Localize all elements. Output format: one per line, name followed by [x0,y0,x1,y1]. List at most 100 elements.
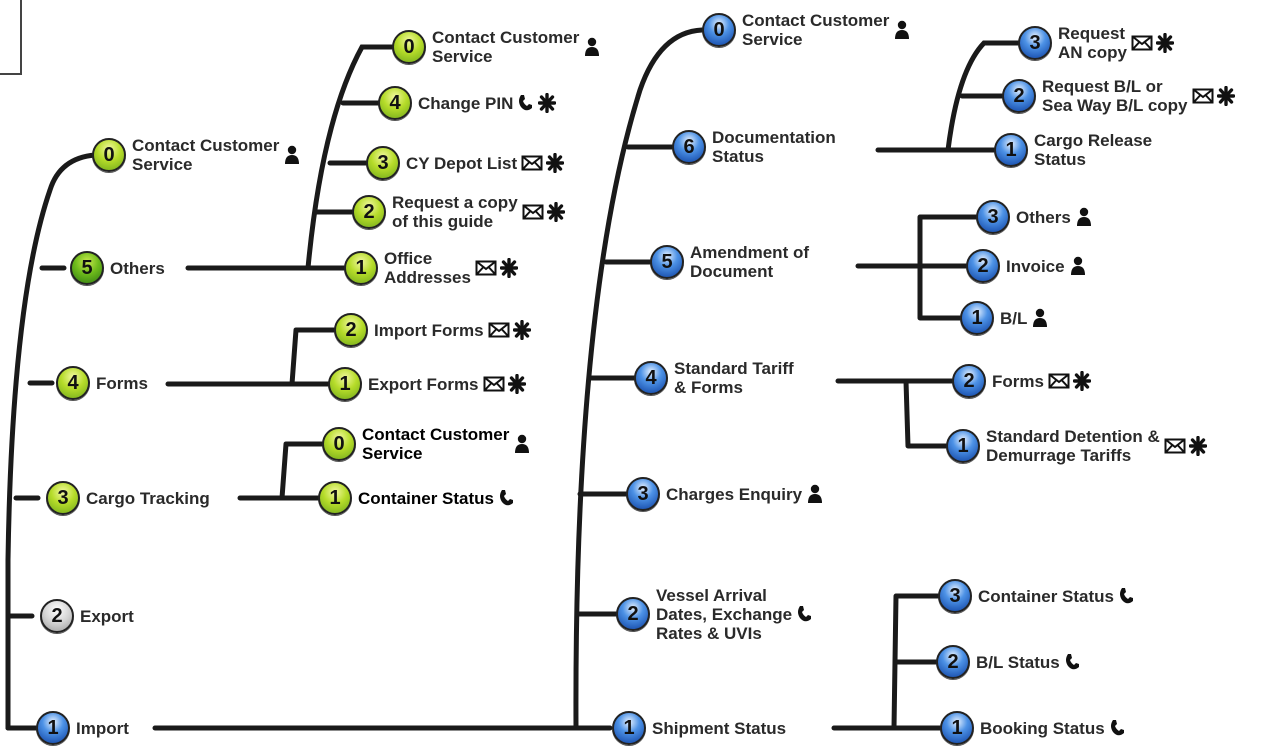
option-number: 2 [51,604,63,627]
option-number: 2 [963,369,975,392]
option-label-line: Cargo Tracking [86,488,210,508]
root-option-1[interactable]: 1 Import [36,705,129,751]
option-label-line: Request a copy [392,193,518,212]
root-option-2[interactable]: 2 Export [40,593,134,639]
person-icon [808,484,823,503]
tariff-option-2[interactable]: 2 Forms [952,358,1091,404]
shipment-option-1[interactable]: 1 Booking Status [940,705,1127,751]
option-number-badge: 2 [952,364,986,398]
import-trunk [573,27,705,731]
option-icons [1031,308,1049,328]
option-number: 1 [951,716,963,739]
import-option-4[interactable]: 4 Standard Tariff& Forms [634,355,794,401]
option-label-line: Import [76,718,129,738]
option-label-text: Others [110,259,165,278]
option-label-line: Service [432,47,493,66]
option-number: 0 [403,35,415,58]
option-number: 3 [377,151,389,174]
option-number-badge: 2 [616,597,650,631]
option-label-line: & Forms [674,378,743,397]
option-label: Forms [96,374,148,393]
option-label-text: Booking Status [980,719,1105,738]
mail-icon [488,322,510,338]
option-label-text: Container Status [978,587,1114,606]
others-trunk [305,44,395,271]
option-number-badge: 1 [940,711,974,745]
option-number-badge: 3 [938,579,972,613]
mail-icon [1131,35,1153,51]
option-label-line: Dates, Exchange [656,604,793,624]
option-label-line: Container Status [978,586,1115,606]
option-label: Import [76,719,129,738]
option-icons [498,488,516,508]
cargo-option-1[interactable]: 1 Container Status [318,475,516,521]
option-icons [488,320,531,340]
shipment-option-3[interactable]: 3 Container Status [938,573,1136,619]
option-label-line: Vessel Arrival [656,585,767,605]
option-label-line: Sea Way B/L copy [1042,96,1188,115]
option-number-badge: 1 [36,711,70,745]
option-icons [483,374,526,394]
option-label-line: Status [1034,150,1086,169]
option-label-text: Shipment Status [652,719,786,738]
option-number-badge: 4 [634,361,668,395]
option-label-line: Booking Status [980,718,1105,738]
option-label-line: Container Status [358,488,495,508]
option-number-badge: 2 [936,645,970,679]
fax-icon [507,374,526,394]
option-label-line: Export [80,606,134,626]
option-number: 1 [329,486,341,509]
option-label: Others [1016,207,1093,227]
option-icons [1109,718,1127,738]
option-icons [517,93,557,113]
option-number: 2 [1013,84,1025,107]
option-label-line: Invoice [1006,256,1065,276]
option-label-text: Forms [992,372,1044,391]
option-label: Standard Detention &Demurrage Tariffs [986,427,1207,465]
option-number: 2 [627,602,639,625]
option-label-line: B/L [1000,308,1028,328]
shipment-trunk [891,593,941,731]
option-label: Container Status [978,586,1136,606]
option-label-line: Contact Customer [132,136,280,155]
option-label: B/L [1000,308,1049,328]
option-number-badge: 3 [1018,26,1052,60]
shipment-option-2[interactable]: 2 B/L Status [936,639,1082,685]
root-trunk [5,152,98,731]
option-number: 1 [355,256,367,279]
option-label-line: Standard Tariff [674,359,794,378]
option-icons [1075,207,1093,227]
option-label-text: B/L Status [976,653,1060,672]
option-label-line: Service [742,30,803,49]
option-number-badge: 6 [672,130,706,164]
